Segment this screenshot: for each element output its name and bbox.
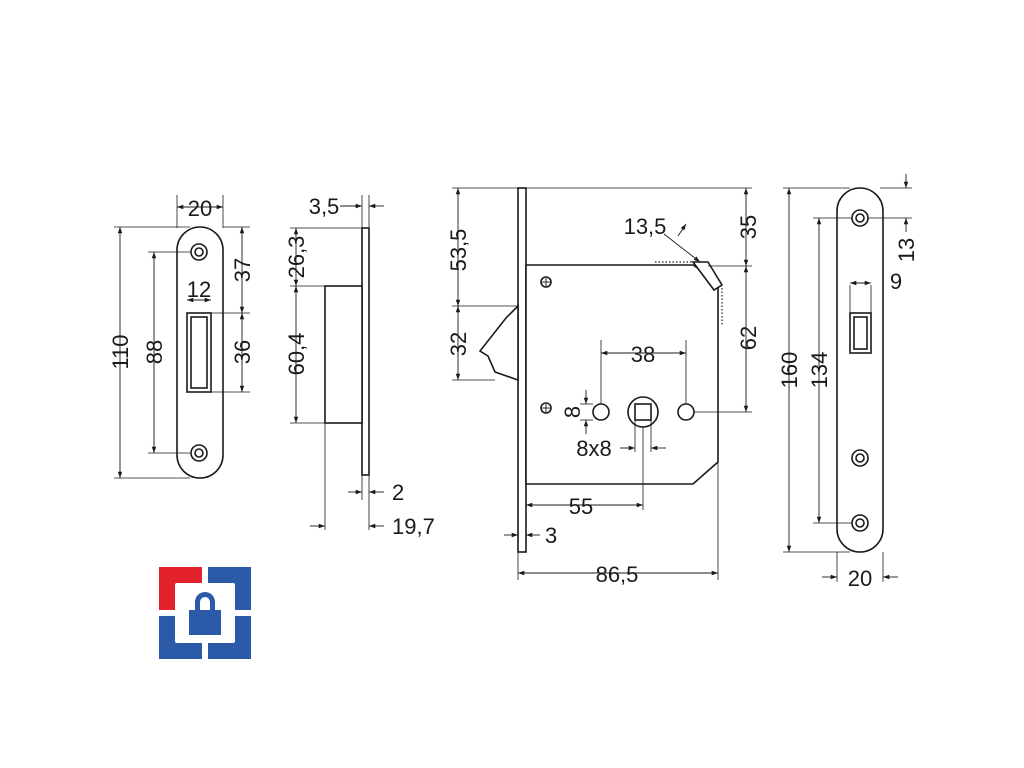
side-faceplate-label: 3,5 — [309, 194, 340, 219]
faceplate-height-label: 160 — [777, 352, 802, 389]
side-body — [324, 285, 363, 424]
strike-hole-spacing-label: 88 — [142, 340, 167, 364]
faceplate-outline — [836, 187, 884, 553]
latch-tip — [691, 261, 724, 292]
lock-overall-width-label: 86,5 — [596, 562, 639, 587]
strike-opening-width-label: 12 — [187, 277, 211, 302]
lock-body-view: 53,5 32 13,5 35 62 38 8 8x8 55 3 86,5 — [446, 187, 761, 587]
lock-hole-spacing-label: 38 — [631, 342, 655, 367]
side-plate-thickness-label: 2 — [392, 480, 404, 505]
strike-top-to-opening-label: 37 — [230, 258, 255, 282]
faceplate-view: 160 134 13 9 20 — [777, 174, 919, 591]
faceplate-hole-bottom-inner — [855, 518, 865, 528]
spindle-square — [634, 403, 652, 421]
strike-height-label: 110 — [108, 334, 133, 369]
cylinder-hole-left — [592, 403, 610, 421]
lock-hole-diameter-label: 8 — [560, 406, 585, 418]
logo-blue-corner-tr — [208, 567, 251, 610]
latch-bolt — [478, 304, 519, 382]
logo-blue-corner-br — [208, 616, 251, 659]
strike-plate-opening-inner — [190, 316, 208, 389]
faceplate-width-label: 20 — [848, 566, 872, 591]
strike-plate-hole-top-inner — [194, 247, 204, 257]
side-faceplate — [361, 227, 370, 476]
cylinder-hole-right — [677, 403, 695, 421]
faceplate-top-to-hole-label: 13 — [894, 238, 919, 262]
lock-angle-label: 13,5 — [624, 214, 667, 239]
padlock-icon — [189, 592, 221, 635]
faceplate-hole-top-inner — [855, 213, 865, 223]
lock-edge-to-spindle-label: 62 — [736, 326, 761, 350]
side-body-height-label: 60,4 — [284, 333, 309, 376]
logo-blue-corner-bl — [159, 616, 202, 659]
strike-width-label: 20 — [188, 196, 212, 221]
lock-faceplate-label: 3 — [545, 523, 557, 548]
faceplate-opening-inner — [853, 316, 868, 350]
lock-latch-height-label: 32 — [446, 332, 471, 356]
faceplate-hole-spacing-label: 134 — [807, 352, 832, 389]
lock-top-to-latch-label: 53,5 — [446, 229, 471, 272]
strike-opening-height-label: 36 — [230, 340, 255, 364]
logo-red-corner — [159, 567, 202, 610]
lock-angle-dim-line — [663, 233, 701, 263]
strike-plate-view: 20 12 110 88 37 36 — [108, 195, 255, 479]
faceplate-opening-width-label: 9 — [890, 269, 902, 294]
faceplate-hole-middle-inner — [855, 453, 865, 463]
lock-backset-label: 55 — [569, 494, 593, 519]
side-view: 3,5 26,3 60,4 2 19,7 — [284, 194, 435, 539]
side-depth-label: 19,7 — [392, 514, 435, 539]
lock-top-to-edge-label: 35 — [736, 215, 761, 239]
side-top-offset-label: 26,3 — [284, 236, 309, 279]
brand-logo — [159, 567, 251, 659]
strike-plate-hole-bottom-inner — [194, 448, 204, 458]
lock-faceplate — [517, 187, 527, 553]
lock-case — [525, 264, 719, 485]
lock-spindle-label: 8x8 — [576, 436, 611, 461]
